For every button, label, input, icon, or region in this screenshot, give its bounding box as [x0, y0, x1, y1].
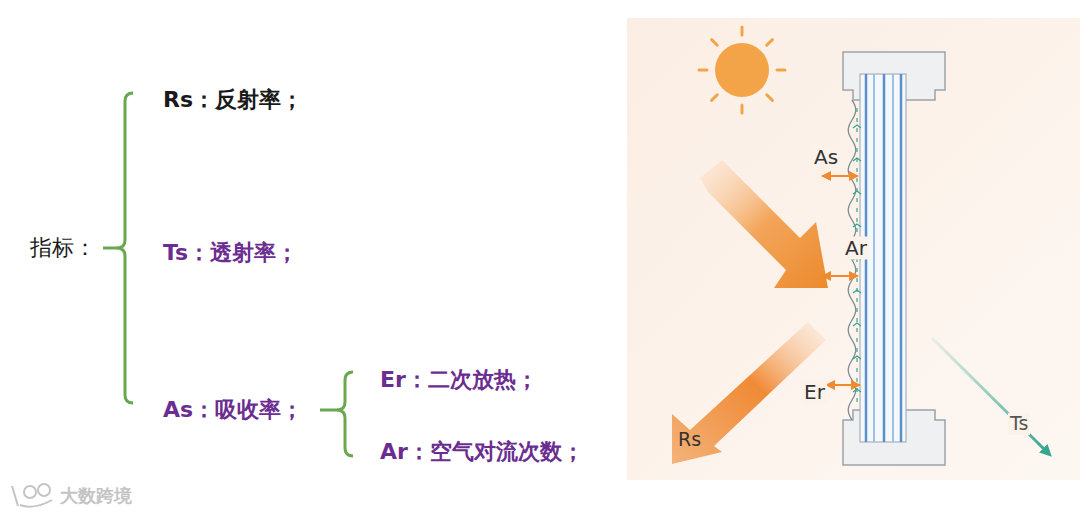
callout-label: Er: [802, 381, 827, 404]
air-flow-mark: [853, 224, 861, 227]
air-flow-mark: [853, 290, 861, 293]
index-item: As：吸收率；: [163, 397, 303, 422]
root-label: 指标：: [30, 235, 96, 260]
sun-ray: [741, 27, 744, 35]
film: [848, 100, 855, 420]
reflected-arrow: [672, 322, 826, 464]
illustration-ground: [627, 18, 1080, 480]
sun-ray: [712, 95, 718, 101]
air-flow-mark: [853, 389, 861, 392]
callout-label: Ts: [1008, 413, 1030, 435]
bracket: [337, 372, 353, 456]
bracket-tick: [320, 409, 338, 412]
sun-ray: [741, 105, 744, 113]
index-item: Rs：反射率；: [163, 87, 303, 112]
sun: [699, 27, 785, 113]
sun-ray: [699, 69, 707, 72]
watermark-logo: [12, 484, 52, 507]
air-flow-mark: [853, 191, 861, 194]
transmitted-arrow: [932, 338, 1045, 450]
window-frame: [843, 52, 945, 465]
heat-exchange-arrows: [822, 176, 860, 385]
callout-label: Ar: [843, 237, 869, 260]
sun-ray: [712, 40, 718, 46]
bracket-tick: [103, 247, 118, 250]
air-flow-mark: [853, 356, 861, 359]
callout-label: As: [812, 146, 840, 169]
air-flow-mark: [853, 158, 861, 161]
sun-ray: [767, 40, 773, 46]
air-flow-mark: [853, 125, 861, 128]
bracket: [117, 93, 133, 403]
sun-ray: [767, 95, 773, 101]
callout-label: Rs: [678, 429, 701, 451]
air-flow-mark: [853, 323, 861, 326]
sub-item: Ar：空气对流次数；: [380, 439, 584, 464]
watermark: 大数跨境: [60, 486, 132, 507]
sub-item: Er：二次放热；: [380, 367, 538, 392]
sun-ray: [777, 69, 785, 72]
incident-arrow: [700, 160, 828, 288]
index-item: Ts：透射率；: [163, 240, 298, 265]
